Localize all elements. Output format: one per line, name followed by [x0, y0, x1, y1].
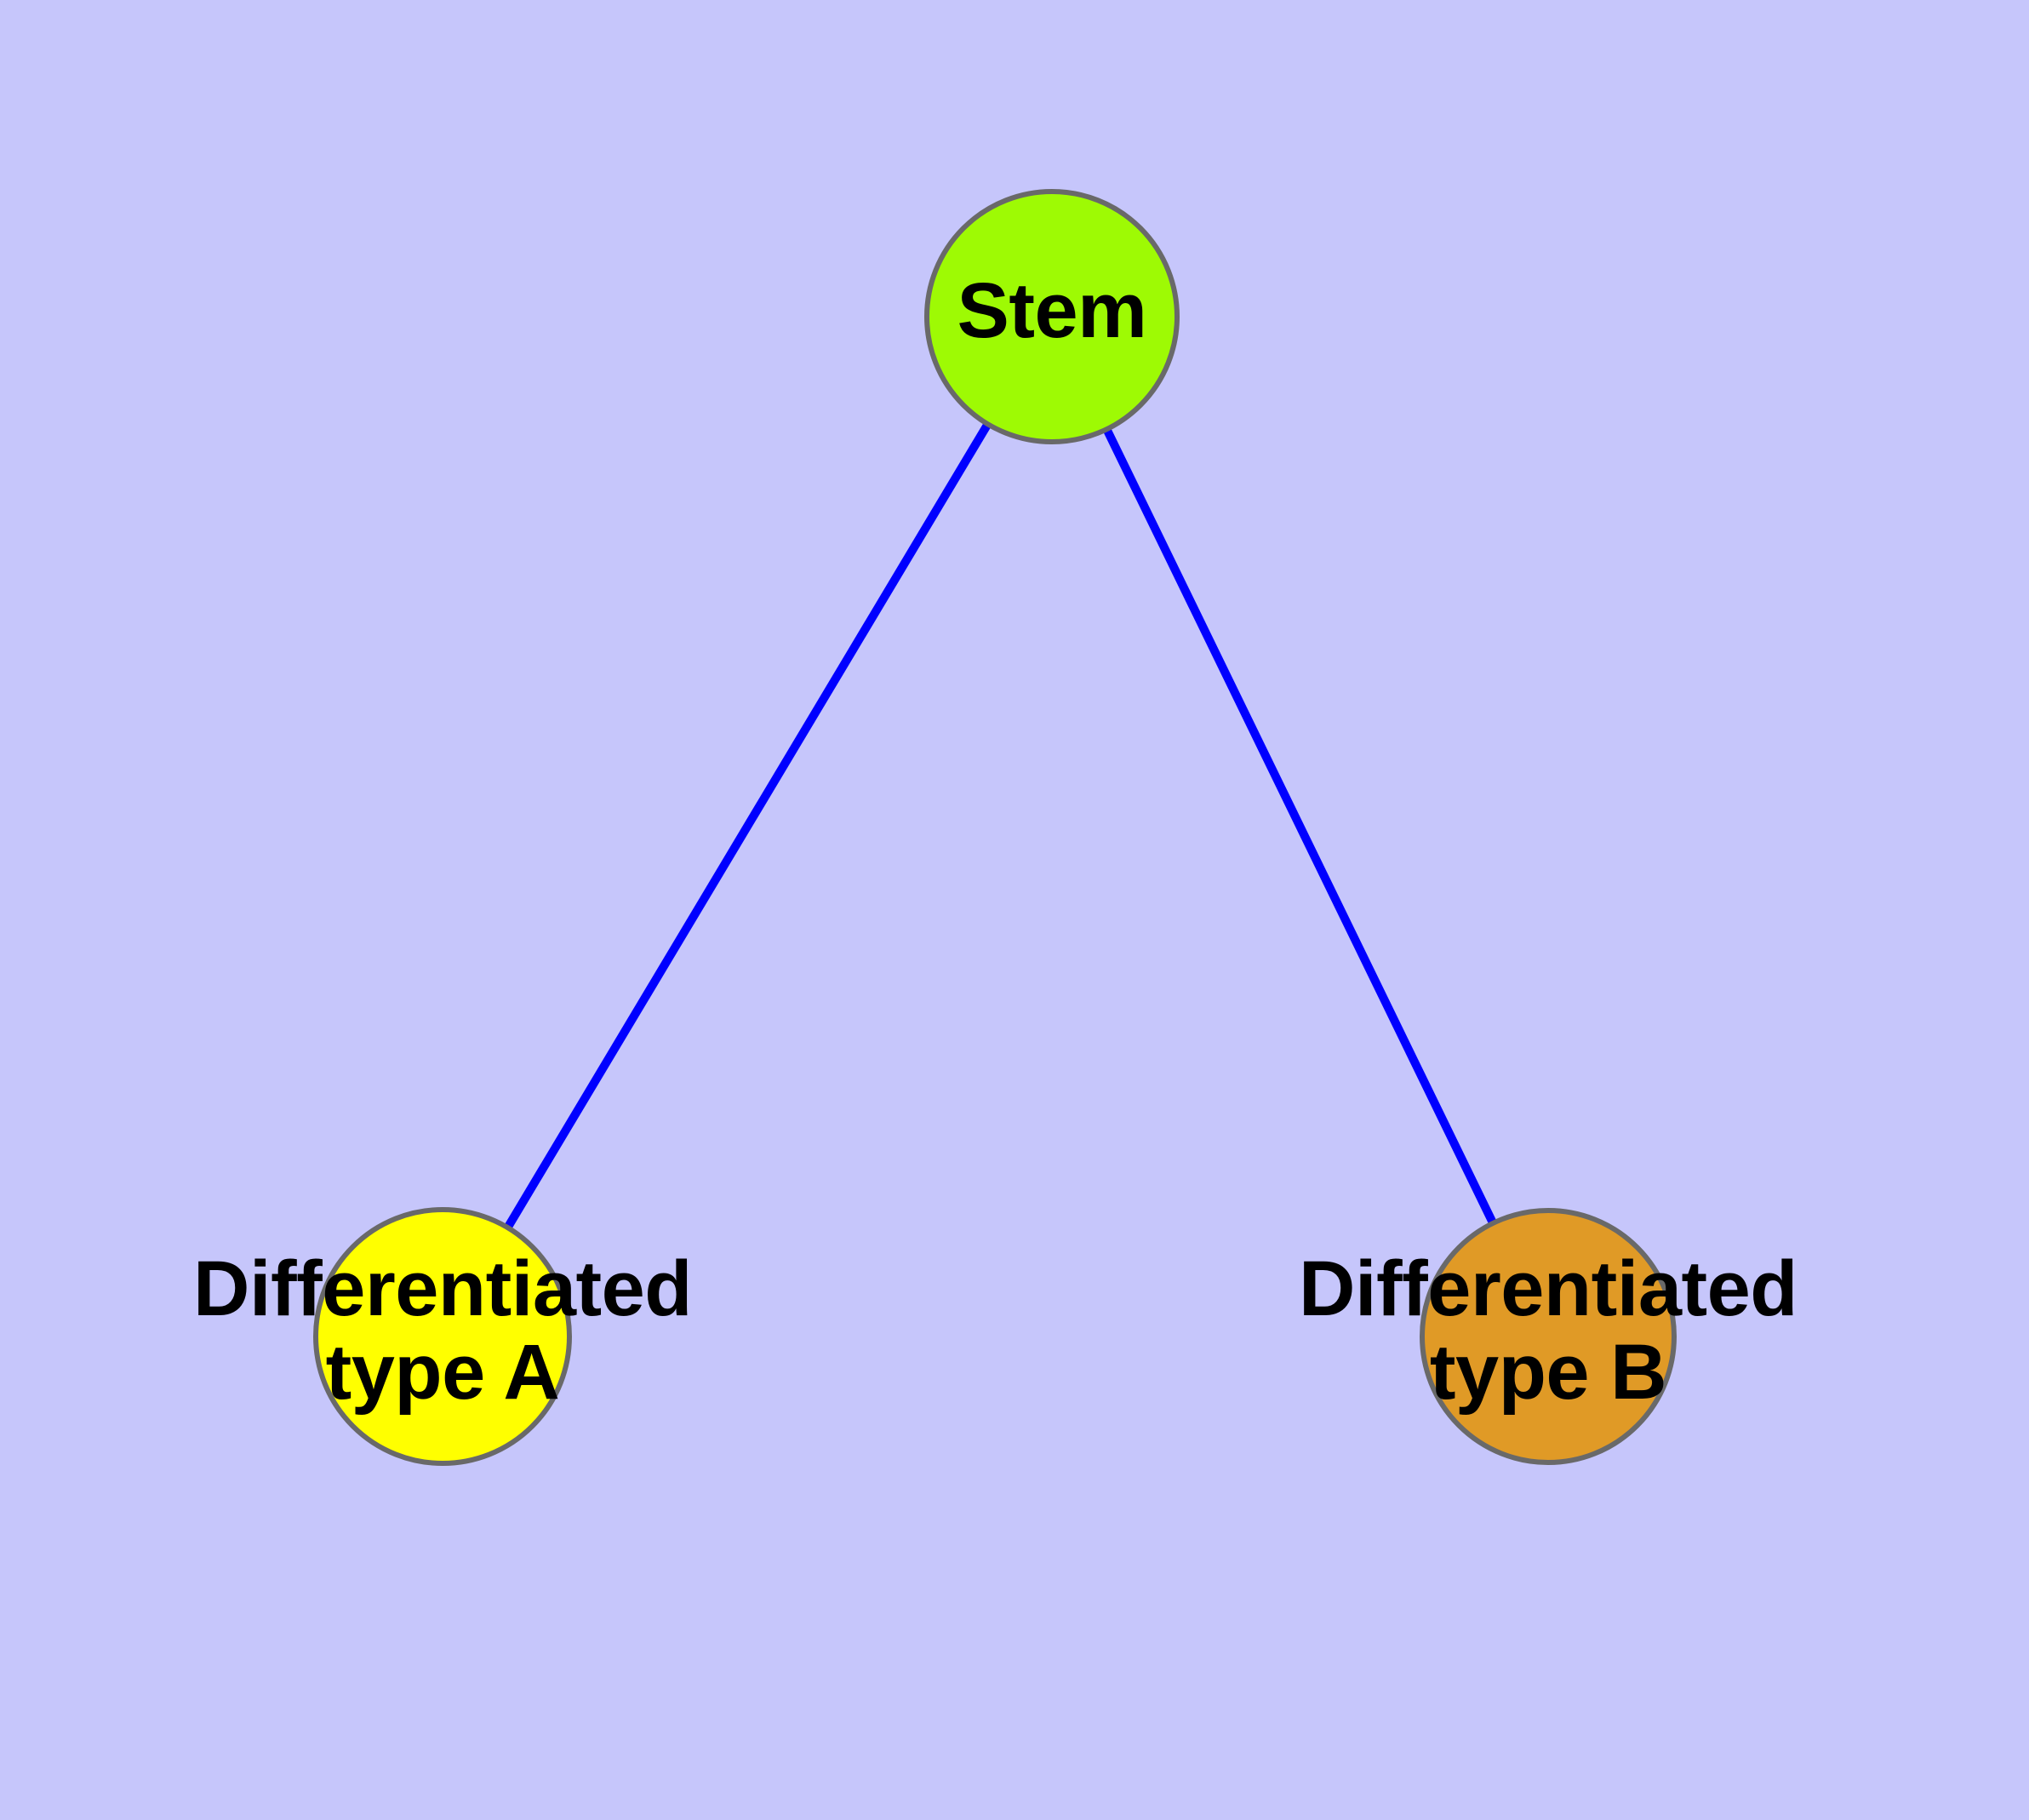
edge-stem-to-diff-b	[1100, 423, 1499, 1229]
node-differentiated-type-b[interactable]	[1420, 1208, 1677, 1465]
node-stem[interactable]	[924, 189, 1180, 444]
node-differentiated-type-a[interactable]	[313, 1207, 572, 1466]
label-line-2: type A	[325, 1328, 560, 1416]
edge-stem-to-diff-a	[501, 418, 994, 1233]
label-line-1: Differentiated	[193, 1245, 692, 1333]
label-line-1: Differentiated	[1299, 1245, 1798, 1333]
label-line-2: type B	[1429, 1328, 1667, 1416]
node-stem-label: Stem	[957, 266, 1147, 354]
